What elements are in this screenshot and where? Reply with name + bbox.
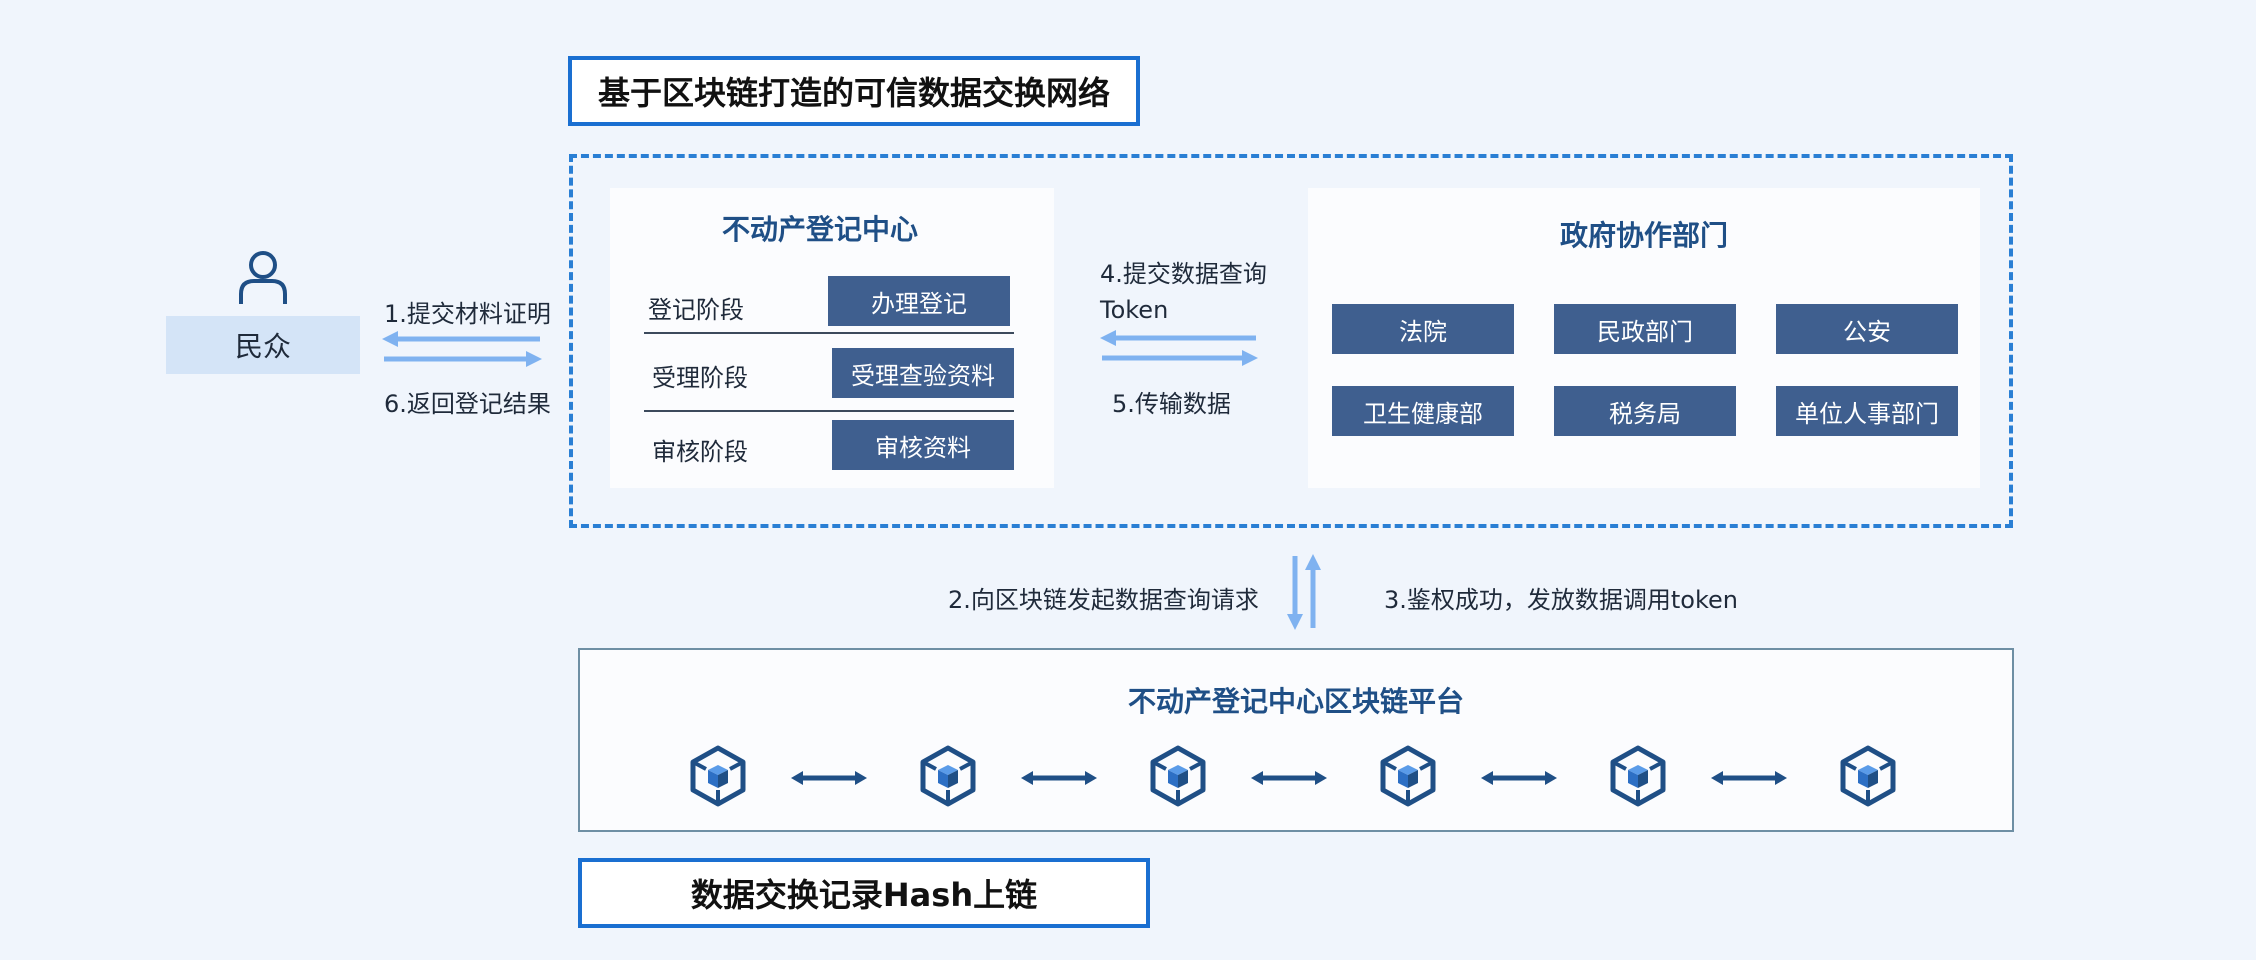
blockchain-cube-icon [1383, 748, 1433, 804]
double-arrow-icon [791, 771, 867, 785]
arrow-left-icon [1100, 328, 1258, 348]
stage-label-accept: 受理阶段 [652, 364, 748, 392]
dept-health-button[interactable]: 卫生健康部 [1332, 386, 1514, 436]
stage-label-review: 审核阶段 [652, 438, 748, 466]
double-arrow-icon [1021, 771, 1097, 785]
arrow-right-icon [1100, 348, 1258, 368]
blockchain-cube-icon [1843, 748, 1893, 804]
citizen-label: 民众 [166, 316, 360, 374]
flow-step4-label: 4.提交数据查询 [1100, 260, 1267, 288]
blockchain-cube-icon [693, 748, 743, 804]
arrow-left-icon [382, 329, 542, 349]
dept-court-button[interactable]: 法院 [1332, 304, 1514, 354]
gov-departments-panel: 政府协作部门 法院 民政部门 公安 卫生健康部 税务局 单位人事部门 [1308, 188, 1980, 488]
trusted-network-frame [569, 154, 2013, 528]
flow-step4-token: Token [1100, 296, 1169, 324]
blockchain-platform-title: 不动产登记中心区块链平台 [1127, 685, 1464, 718]
stage-label-register: 登记阶段 [648, 296, 744, 324]
blockchain-node-row [580, 744, 2012, 810]
gov-departments-title: 政府协作部门 [1559, 219, 1728, 252]
diagram-title: 基于区块链打造的可信数据交换网络 [568, 56, 1140, 126]
flow-step6-label: 6.返回登记结果 [384, 390, 551, 418]
arrow-up-icon [1303, 554, 1323, 630]
stage-divider [644, 332, 1014, 334]
dept-police-button[interactable]: 公安 [1776, 304, 1958, 354]
double-arrow-icon [1711, 771, 1787, 785]
hash-onchain-label: 数据交换记录Hash上链 [578, 858, 1150, 928]
flow-step5-label: 5.传输数据 [1112, 390, 1231, 418]
blockchain-cube-icon [1613, 748, 1663, 804]
double-arrow-icon [1481, 771, 1557, 785]
registry-center-panel: 不动产登记中心 登记阶段 办理登记 受理阶段 受理查验资料 审核阶段 审核资料 [610, 188, 1054, 488]
person-icon [238, 250, 288, 306]
review-button[interactable]: 审核资料 [832, 420, 1014, 470]
dept-tax-button[interactable]: 税务局 [1554, 386, 1736, 436]
blockchain-platform-panel: 不动产登记中心区块链平台 [578, 648, 2014, 832]
dept-civil-affairs-button[interactable]: 民政部门 [1554, 304, 1736, 354]
arrow-right-icon [382, 349, 542, 369]
registry-center-title: 不动产登记中心 [721, 213, 918, 246]
flow-step3-label: 3.鉴权成功，发放数据调用token [1384, 586, 1739, 614]
stage-divider [644, 410, 1014, 412]
dept-personnel-button[interactable]: 单位人事部门 [1776, 386, 1958, 436]
flow-step2-label: 2.向区块链发起数据查询请求 [948, 586, 1259, 614]
accept-verify-button[interactable]: 受理查验资料 [832, 348, 1014, 398]
blockchain-cube-icon [923, 748, 973, 804]
flow-step1-label: 1.提交材料证明 [384, 300, 551, 328]
arrow-down-icon [1285, 554, 1305, 630]
register-button[interactable]: 办理登记 [828, 276, 1010, 326]
double-arrow-icon [1251, 771, 1327, 785]
blockchain-cube-icon [1153, 748, 1203, 804]
